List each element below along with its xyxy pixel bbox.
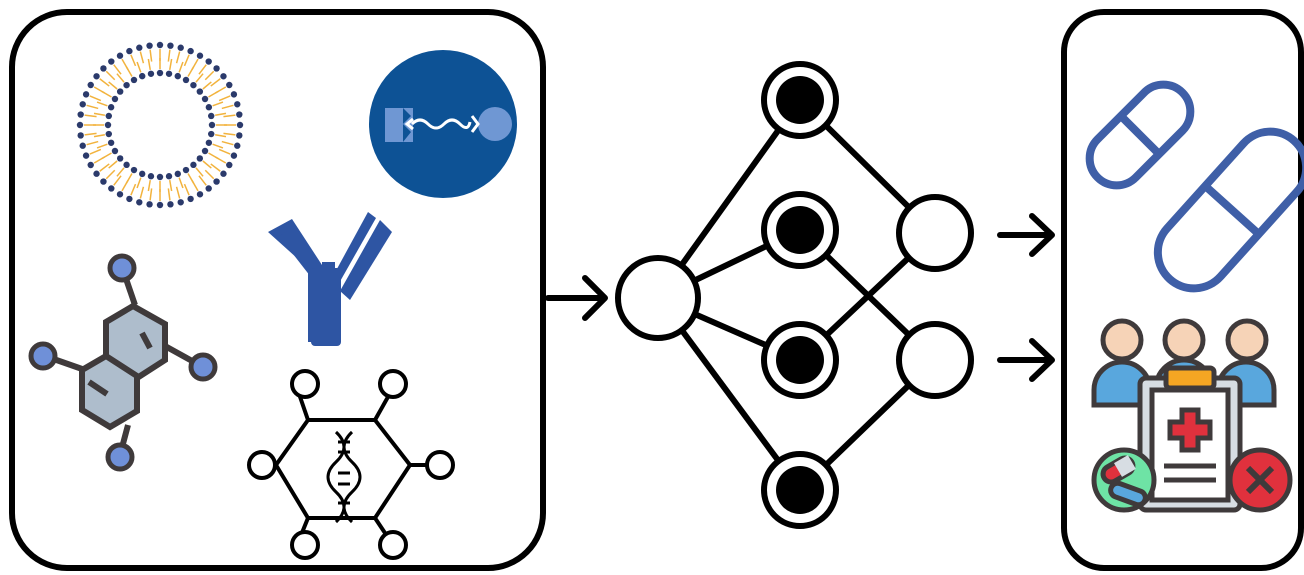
outcomes-panel xyxy=(1061,9,1304,571)
input-node xyxy=(615,255,701,341)
neural-network xyxy=(615,61,974,529)
hidden-node xyxy=(761,451,839,529)
output-arrow xyxy=(997,213,1055,257)
antibody-icon xyxy=(268,212,392,346)
nucleic-acid-icon xyxy=(247,369,455,560)
small-molecule-icon xyxy=(28,253,218,472)
hidden-node xyxy=(761,191,839,269)
protac-icon xyxy=(369,50,517,198)
hidden-node xyxy=(761,61,839,139)
drug-capsules-icon xyxy=(1085,80,1304,293)
clinical-trial-icon xyxy=(1091,318,1293,513)
input-arrow xyxy=(545,275,608,321)
hidden-node xyxy=(761,321,839,399)
output-node xyxy=(896,194,974,272)
output-arrow xyxy=(997,338,1055,382)
liposome-icon xyxy=(76,41,244,209)
output-node xyxy=(896,321,974,399)
input-modalities-panel xyxy=(9,9,546,571)
